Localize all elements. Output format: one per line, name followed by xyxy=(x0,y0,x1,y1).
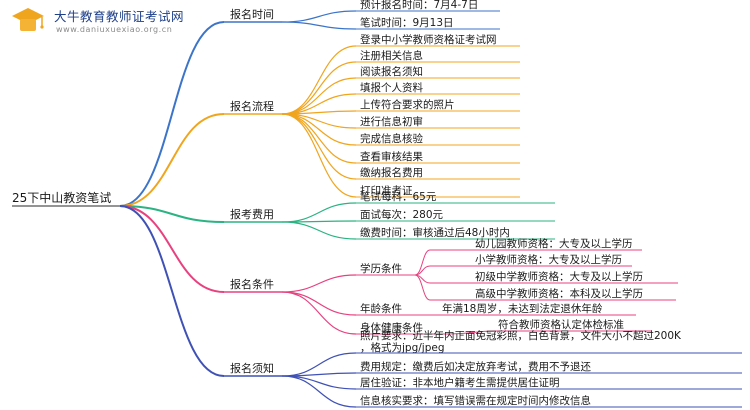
root-label: 25下中山教资笔试 xyxy=(12,190,111,205)
item-connector xyxy=(281,113,357,180)
item-connector xyxy=(281,113,357,146)
item-label: 完成信息核验 xyxy=(360,132,423,145)
item-connector xyxy=(281,45,357,115)
item-connector xyxy=(281,21,357,30)
item-connector xyxy=(281,221,357,240)
watermark: 大牛教育教师证考试网 www.daniuxuexiao.org.cn xyxy=(6,2,246,38)
item-connector xyxy=(281,113,357,198)
item-label: ，格式为jpg/jpeg xyxy=(360,341,445,354)
item-label: 身体健康条件 xyxy=(360,321,423,334)
item-label: 填报个人资料 xyxy=(360,81,423,94)
item-label: 居住验证：非本地户籍考生需提供居住证明 xyxy=(360,376,560,389)
item-label: 阅读报名须知 xyxy=(360,65,423,78)
item-connector xyxy=(281,375,357,408)
item-label: 年龄条件 xyxy=(360,302,402,315)
subitem-label: 初级中学教师资格：大专及以上学历 xyxy=(475,270,643,283)
subitem-connector xyxy=(414,274,431,301)
branch-label-5: 报名须知 xyxy=(230,361,274,375)
item-connector xyxy=(281,291,357,316)
subitem-label: 高级中学教师资格：本科及以上学历 xyxy=(475,287,643,300)
item-connector xyxy=(281,372,357,377)
item-label: 打印准考证 xyxy=(360,184,413,197)
item-label: 缴纳报名费用 xyxy=(360,166,423,179)
item-label: 登录中小学教师资格证考试网 xyxy=(360,33,497,46)
item-connector xyxy=(281,61,357,115)
item-connector xyxy=(281,375,357,390)
item-label: 信息核实要求：填写错误需在规定时间内修改信息 xyxy=(360,394,591,407)
branch-connector xyxy=(119,205,225,293)
branch-connector xyxy=(119,205,225,377)
subitem-connector xyxy=(448,330,497,335)
item-connector xyxy=(281,202,357,223)
branch-connector xyxy=(119,113,225,207)
subitem-label: 幼儿园教师资格：大专及以上学历 xyxy=(475,237,633,250)
item-connector xyxy=(281,274,357,293)
subitem-label: 年满18周岁，未达到法定退休年龄 xyxy=(442,302,603,315)
item-label: 注册相关信息 xyxy=(360,49,423,62)
branch-label-4: 报名条件 xyxy=(230,277,274,291)
branch-connector xyxy=(119,21,225,207)
item-connector xyxy=(281,10,357,23)
item-label: 照片要求：近半年内正面免冠彩照，白色背景，文件大小不超过200K xyxy=(360,329,682,342)
item-label: 进行信息初审 xyxy=(360,115,423,128)
item-connector xyxy=(281,77,357,115)
watermark-title: 大牛教育教师证考试网 xyxy=(54,9,185,24)
item-label: 笔试每科：65元 xyxy=(360,190,437,203)
subitem-label: 符合教师资格认定体检标准 xyxy=(498,318,624,331)
branch-label-2: 报名流程 xyxy=(230,99,274,113)
item-label: 费用规定：缴费后如决定放弃考试，费用不予退还 xyxy=(360,360,591,373)
item-label: 预计报名时间：7月4-7日 xyxy=(360,0,478,11)
item-label: 缴费时间：审核通过后48小时内 xyxy=(360,226,510,239)
graduation-cap-book-icon xyxy=(12,8,44,31)
item-label: 上传符合要求的照片 xyxy=(360,98,455,111)
watermark-subtitle: www.daniuxuexiao.org.cn xyxy=(56,25,173,34)
item-connector xyxy=(281,291,357,335)
item-label: 笔试时间：9月13日 xyxy=(360,16,454,29)
item-label: 面试每次：280元 xyxy=(360,208,444,221)
item-label: 查看审核结果 xyxy=(360,150,423,163)
subitem-label: 小学教师资格：大专及以上学历 xyxy=(475,253,622,266)
branch-connector xyxy=(119,205,225,223)
branch-label-3: 报考费用 xyxy=(230,207,274,221)
branch-label-1: 报名时间 xyxy=(230,7,274,21)
item-label: 学历条件 xyxy=(360,262,402,275)
